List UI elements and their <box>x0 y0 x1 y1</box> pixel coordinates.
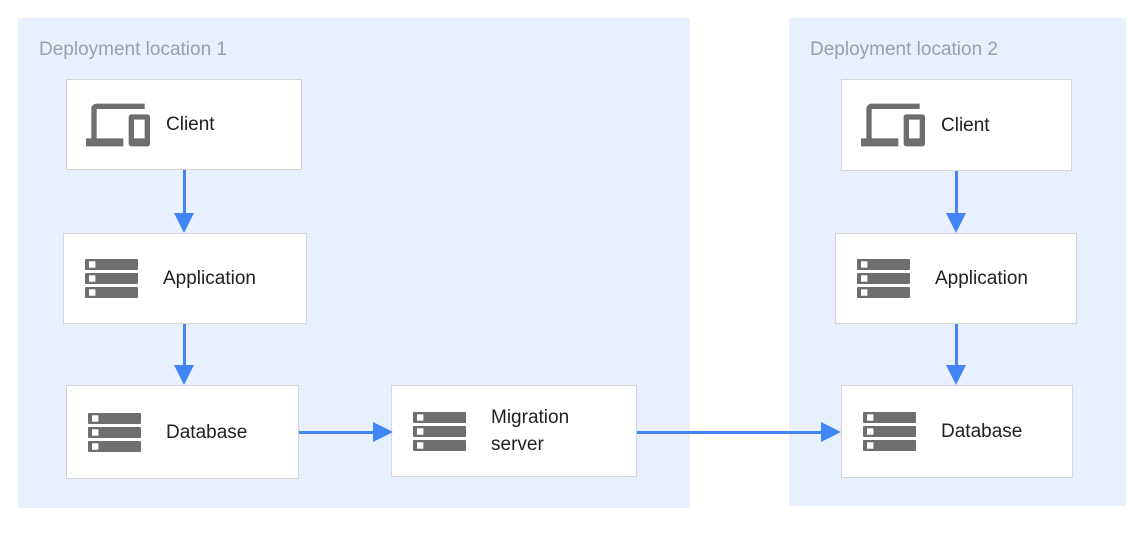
arrow-head-down-icon <box>946 213 966 233</box>
node-application-1: Application <box>63 233 307 324</box>
node-label: Client <box>166 114 215 135</box>
arrow-migration-server-to-database2 <box>637 422 841 442</box>
node-label: Database <box>941 421 1023 442</box>
arrow-head-right-icon <box>821 422 841 442</box>
server-icon <box>88 412 141 452</box>
server-icon <box>85 259 138 298</box>
node-label: Client <box>941 114 990 136</box>
arrow-shaft <box>637 430 821 434</box>
node-database-2: Database <box>841 385 1073 478</box>
arrow-shaft <box>954 324 958 365</box>
arrow-shaft <box>182 324 186 365</box>
arrow-shaft <box>954 171 958 213</box>
region-2-title: Deployment location 2 <box>810 39 998 60</box>
arrow-client1-to-application1 <box>174 170 194 233</box>
server-icon <box>857 259 910 298</box>
arrow-application2-to-database2 <box>946 324 966 385</box>
arrow-shaft <box>299 430 373 434</box>
node-label: Migration server <box>491 407 570 455</box>
arrow-head-down-icon <box>174 213 194 233</box>
devices-icon <box>86 93 150 157</box>
node-application-2: Application <box>835 233 1077 324</box>
server-icon <box>863 412 916 451</box>
arrow-shaft <box>182 170 186 213</box>
node-migration-server: Migration server <box>391 385 637 477</box>
arrow-head-right-icon <box>373 422 393 442</box>
arrow-client2-to-application2 <box>946 171 966 233</box>
node-client-2: Client <box>841 79 1072 171</box>
region-1-title: Deployment location 1 <box>39 39 227 60</box>
arrow-application1-to-database1 <box>174 324 194 385</box>
devices-icon <box>861 93 925 157</box>
node-label: Application <box>163 268 256 289</box>
arrow-head-down-icon <box>174 365 194 385</box>
node-label: Application <box>935 268 1028 289</box>
arrow-head-down-icon <box>946 365 966 385</box>
arrow-database1-to-migration-server <box>299 422 393 442</box>
server-icon <box>413 411 466 451</box>
node-client-1: Client <box>66 79 302 170</box>
node-label: Database <box>166 421 248 443</box>
node-database-1: Database <box>66 385 299 479</box>
